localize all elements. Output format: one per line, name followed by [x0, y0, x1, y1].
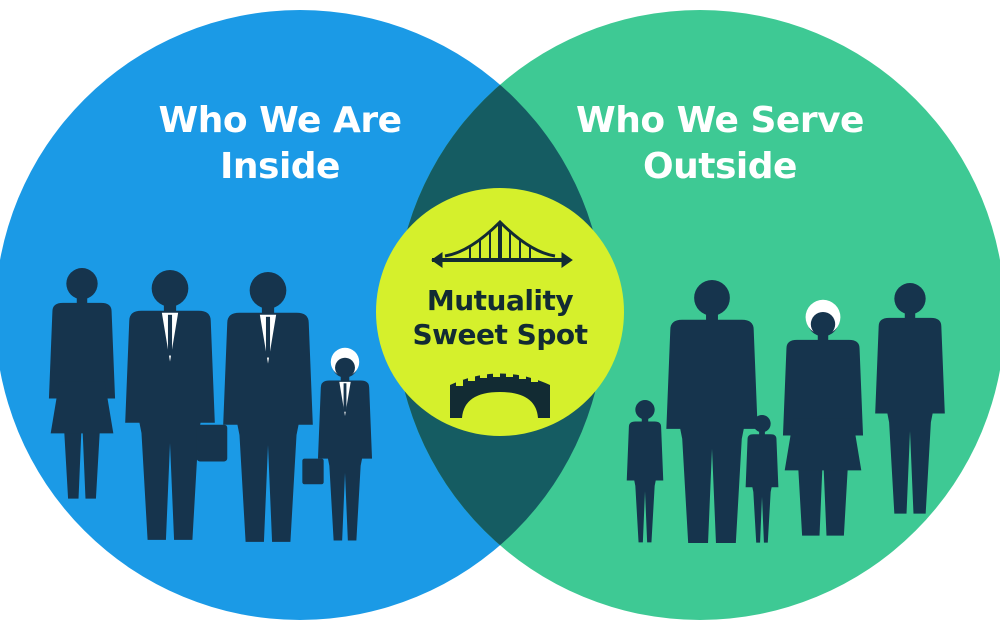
arch-bridge-icon: [450, 371, 550, 418]
businessman-silhouette: [125, 270, 215, 540]
small-child-silhouette: [745, 415, 779, 543]
businessman-with-briefcase-silhouette: [196, 272, 313, 542]
boy-with-briefcase-silhouette: [302, 347, 373, 541]
center-label-line1: Mutuality: [426, 284, 574, 317]
overlap-region: [395, 10, 605, 620]
center-circle: [376, 188, 624, 436]
left-title-line2: Inside: [220, 146, 340, 187]
suspension-bridge-arrows-icon: [431, 219, 573, 268]
woman-silhouette-right: [875, 283, 945, 514]
right-circle-title: Who We Serve Outside: [540, 98, 900, 190]
left-title-line1: Who We Are: [158, 100, 402, 141]
center-label: Mutuality Sweet Spot: [380, 284, 620, 352]
child-silhouette: [626, 400, 664, 543]
people-silhouettes: [48, 268, 945, 544]
right-title-line1: Who We Serve: [576, 100, 864, 141]
grandmother-silhouette: [782, 299, 864, 536]
father-silhouette: [666, 280, 758, 544]
woman-silhouette: [48, 268, 116, 499]
left-circle-title: Who We Are Inside: [100, 98, 460, 190]
center-label-line2: Sweet Spot: [412, 318, 588, 351]
right-title-line2: Outside: [643, 146, 797, 187]
